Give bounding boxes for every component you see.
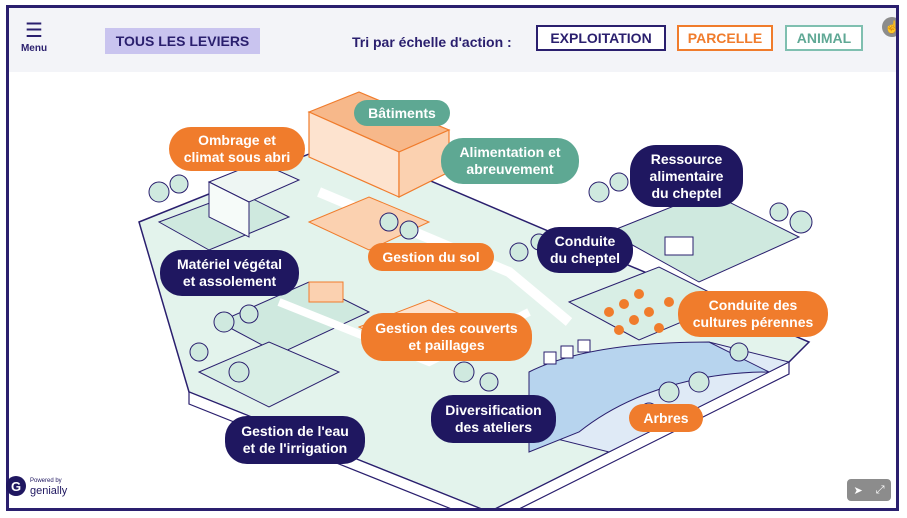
lever-label: alimentaire	[649, 167, 724, 184]
lever-label: Arbres	[643, 409, 689, 426]
farm-illustration-stage: Bâtiments Ombrage et climat sous abri Al…	[9, 72, 896, 508]
lever-label: Conduite des	[708, 297, 798, 313]
lever-gestion-eau[interactable]: Gestion de l'eau et de l'irrigation	[225, 416, 365, 464]
lever-label: abreuvement	[466, 161, 554, 177]
lever-gestion-couverts[interactable]: Gestion des couverts et paillages	[361, 313, 532, 361]
lever-label: cultures pérennes	[692, 314, 814, 330]
lever-ombrage[interactable]: Ombrage et climat sous abri	[169, 127, 305, 171]
lever-label: Bâtiments	[368, 104, 436, 121]
lever-arbres[interactable]: Arbres	[629, 404, 703, 432]
lever-label: Diversification	[445, 402, 542, 418]
lever-label: et de l'irrigation	[242, 440, 348, 456]
presentation-frame: ☰ Menu TOUS LES LEVIERS Tri par échelle …	[6, 5, 899, 511]
lever-label: Alimentation et	[459, 144, 561, 160]
lever-label: Gestion du sol	[382, 248, 480, 265]
lever-label: et assolement	[182, 273, 277, 289]
genially-logo-icon: G	[6, 476, 26, 496]
lever-materiel-vegetal[interactable]: Matériel végétal et assolement	[160, 250, 299, 296]
lever-label: climat sous abri	[183, 149, 291, 165]
top-bar: ☰ Menu TOUS LES LEVIERS Tri par échelle …	[9, 8, 896, 72]
lever-batiments[interactable]: Bâtiments	[354, 100, 450, 126]
tab-parcelle[interactable]: PARCELLE	[677, 25, 773, 51]
lever-label: des ateliers	[454, 419, 533, 435]
lever-label: Ombrage et	[198, 132, 276, 148]
hamburger-icon: ☰	[25, 20, 43, 42]
lever-diversification[interactable]: Diversification des ateliers	[431, 395, 556, 443]
lever-label: Gestion de l'eau	[241, 423, 349, 439]
lever-label: Gestion des couverts	[375, 320, 518, 336]
lever-ressource-alimentaire[interactable]: Ressource alimentaire du cheptel	[630, 145, 743, 207]
powered-by-label: Powered by	[30, 478, 62, 484]
lever-label: Matériel végétal	[176, 256, 283, 272]
all-levers-button[interactable]: TOUS LES LEVIERS	[105, 28, 260, 54]
fullscreen-icon[interactable]: ⤢	[875, 483, 885, 496]
brand-text: Powered by genially	[30, 476, 68, 497]
share-icon[interactable]: ➤	[853, 484, 863, 497]
sort-label: Tri par échelle d'action :	[352, 34, 512, 50]
lever-label: Conduite	[554, 233, 616, 249]
brand-name: genially	[30, 485, 68, 497]
lever-label: du cheptel	[651, 184, 722, 201]
genially-branding[interactable]: G Powered by genially	[6, 476, 68, 497]
lever-alimentation[interactable]: Alimentation et abreuvement	[441, 138, 579, 184]
lever-label: du cheptel	[549, 250, 620, 266]
menu-label: Menu	[20, 43, 48, 54]
lever-gestion-sol[interactable]: Gestion du sol	[368, 243, 494, 271]
lever-label: et paillages	[408, 337, 485, 353]
hand-pointer-icon[interactable]: ☝	[882, 17, 896, 37]
lever-label: Ressource	[650, 150, 723, 167]
tab-exploitation[interactable]: EXPLOITATION	[536, 25, 666, 51]
lever-conduite-cultures[interactable]: Conduite des cultures pérennes	[678, 291, 828, 337]
menu-button[interactable]: ☰ Menu	[17, 20, 51, 54]
tab-animal[interactable]: ANIMAL	[785, 25, 863, 51]
share-controls: ➤ ⤢	[847, 479, 891, 501]
lever-conduite-cheptel[interactable]: Conduite du cheptel	[537, 227, 633, 273]
